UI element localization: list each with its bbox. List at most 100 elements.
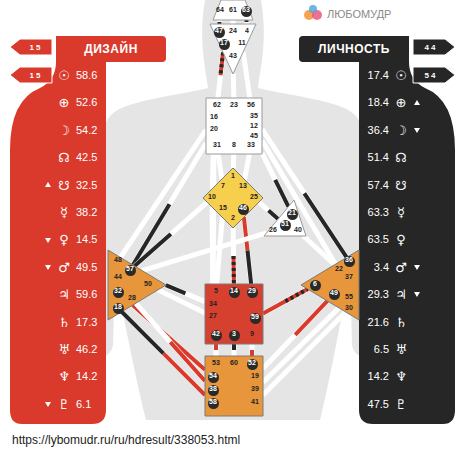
gate-number: 32 [113, 287, 124, 298]
gate-number: 28 [127, 294, 138, 305]
gate-number: 13 [238, 182, 249, 193]
channel-line [243, 52, 250, 98]
source-url: https://lybomudr.ru/ru/hdresult/338053.h… [12, 433, 240, 447]
gate-line-value: 3.4 [374, 261, 389, 273]
gate-number: 52 [247, 359, 258, 370]
center-shape: 47244171143 [210, 24, 256, 74]
center-shape: 622356163520124531833 [206, 98, 262, 154]
planet-symbol: ☋ [58, 177, 70, 192]
planet-symbol: ♆ [58, 369, 70, 384]
channel-line [213, 154, 215, 284]
gate-line-value: 29.3 [368, 288, 389, 300]
planet-symbol: ♂ [58, 259, 70, 274]
channel-line [252, 344, 253, 356]
gate-line-value: 18.4 [368, 96, 389, 108]
variable-text: 5 4 [424, 71, 435, 80]
gate-number: 38 [208, 385, 219, 396]
channel-line [234, 344, 235, 356]
personality-panel [299, 36, 455, 424]
gate-line-value: 21.6 [368, 316, 389, 328]
gate-number: 41 [250, 398, 261, 409]
panel-header: ЛИЧНОСТЬ [299, 36, 409, 62]
gate-number: 25 [249, 193, 260, 204]
channel-line [244, 217, 251, 284]
gate-number: 59 [250, 313, 261, 324]
gate-number: 16 [209, 113, 220, 124]
center-shape: 646163 [207, 0, 259, 20]
planet-symbol: ♅ [58, 342, 70, 357]
channel-line [218, 52, 223, 98]
logo-text: ЛЮБОМУДР [327, 8, 391, 20]
gate-number: 50 [143, 280, 154, 291]
gate-line-value: 14.2 [76, 370, 97, 382]
gate-number: 11 [237, 39, 248, 50]
gate-line-value: 42.5 [76, 151, 97, 163]
gate-number: 61 [228, 6, 239, 17]
gate-number: 33 [246, 141, 257, 152]
gate-number: 21 [287, 209, 298, 220]
gate-line-value: 46.2 [76, 343, 97, 355]
gate-number: 62 [212, 101, 223, 112]
design-panel [10, 36, 166, 424]
planet-symbol: ♇ [58, 396, 70, 411]
planet-symbol: ♃ [395, 287, 407, 302]
channel-line [212, 154, 213, 189]
planet-symbol: ☉ [395, 68, 407, 83]
gate-number: 19 [250, 372, 261, 383]
panel-header: ДИЗАЙН [56, 36, 166, 62]
gate-line-value: 14.5 [76, 233, 97, 245]
panel-title: ЛИЧНОСТЬ [318, 42, 390, 56]
gate-number: 49 [329, 289, 340, 300]
logo-icon [304, 5, 322, 20]
channel-line [303, 236, 334, 265]
gate-number: 6 [310, 280, 321, 291]
gate-line-value: 36.4 [368, 124, 389, 136]
center-shape: 48574450322818 [108, 250, 166, 320]
gate-line-value: 58.6 [76, 69, 97, 81]
channel-line [246, 20, 247, 24]
planet-symbol: ♅ [395, 342, 407, 357]
gate-number: 2 [228, 214, 239, 225]
channel-line [233, 154, 234, 168]
channel-line [212, 207, 214, 284]
gate-number: 8 [229, 141, 240, 152]
gate-number: 40 [293, 226, 304, 237]
center-shape: 536052541938395841 [205, 356, 263, 416]
gate-line-value: 52.6 [76, 96, 97, 108]
channel-line [259, 202, 278, 219]
gate-number: 1 [228, 172, 239, 183]
channel-line [263, 308, 339, 382]
gate-number: 18 [113, 303, 124, 314]
channel-line [158, 290, 205, 313]
gate-number: 27 [208, 312, 219, 323]
gate-number: 39 [250, 385, 261, 396]
planet-symbol: ☽ [395, 122, 407, 137]
gate-line-value: 32.5 [76, 179, 97, 191]
planet-symbol: ⊕ [396, 95, 407, 110]
gate-number: 37 [344, 273, 355, 284]
gate-number: 48 [113, 256, 124, 267]
center-shape: 3622376495530 [301, 250, 359, 320]
variable-text: 1 5 [29, 43, 40, 52]
planet-symbol: ☽ [58, 122, 70, 137]
gate-number: 24 [228, 27, 239, 38]
channel-line [122, 312, 205, 395]
body-silhouette [90, 0, 376, 420]
gate-number: 57 [125, 265, 136, 276]
gate-number: 35 [249, 112, 260, 123]
gate-number: 29 [247, 287, 258, 298]
channel-line [133, 143, 206, 265]
gate-number: 55 [344, 293, 355, 304]
channel-line [218, 154, 222, 179]
variable-arrow [10, 39, 52, 55]
variable-text: 1 5 [29, 71, 40, 80]
gate-number: 10 [207, 193, 218, 204]
planet-symbol: ☿ [397, 205, 405, 220]
gate-number: 42 [211, 330, 222, 341]
channel-line [263, 289, 308, 314]
variable-arrow [10, 67, 52, 83]
gate-number: 34 [208, 300, 219, 311]
variable-arrow [413, 39, 455, 55]
channel-line [136, 303, 205, 381]
planet-symbol: ♃ [58, 287, 70, 302]
